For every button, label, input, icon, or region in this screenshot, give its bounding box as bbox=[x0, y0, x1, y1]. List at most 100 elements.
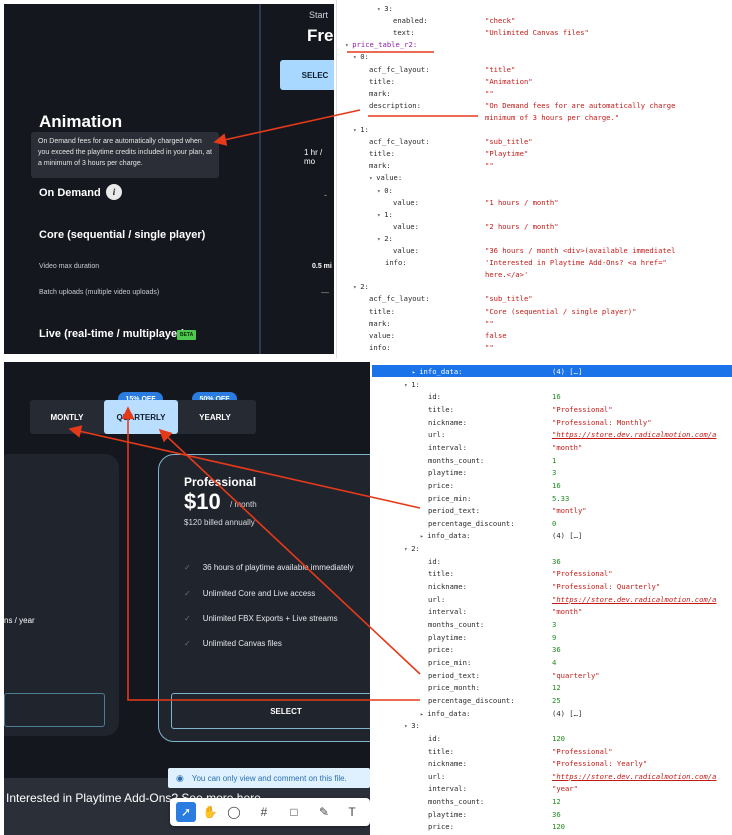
inspector-key: playtime: bbox=[428, 809, 467, 819]
collapse-icon[interactable]: ▸ bbox=[420, 710, 428, 718]
inspector-row[interactable]: ▸ info_data:(4) […] bbox=[372, 366, 732, 377]
tab-monthly[interactable]: MONTLY bbox=[50, 412, 84, 422]
inspector-key: acf_fc_layout: bbox=[369, 294, 430, 304]
inspector-key: price_table_r2: bbox=[352, 40, 418, 50]
inspector-value: 'Interested in Playtime Add-Ons? <a href… bbox=[485, 258, 667, 268]
inspector-key: id: bbox=[428, 556, 441, 566]
inspector-row: acf_fc_layout:"sub_title" bbox=[337, 293, 732, 304]
inspector-row: id:120 bbox=[372, 733, 732, 744]
inspector-row[interactable]: ▸ info_data:(4) […] bbox=[372, 708, 732, 719]
tab-yearly[interactable]: YEARLY bbox=[199, 412, 231, 422]
free-select-button[interactable]: SELEC bbox=[280, 60, 334, 90]
inspector-row[interactable]: ▾ 2: bbox=[337, 281, 732, 292]
inspector-row: title:"Animation" bbox=[337, 76, 732, 87]
check-icon: ✓ bbox=[184, 589, 191, 598]
on-demand-value: - bbox=[324, 190, 327, 200]
inspector-value: "check" bbox=[485, 16, 516, 26]
inspector-row: minimum of 3 hours per charge." bbox=[337, 112, 732, 123]
comment-tool-icon[interactable]: ◯ bbox=[227, 805, 241, 819]
inspector-row: url:"https://store.dev.radicalmotion.com… bbox=[372, 429, 732, 440]
info-icon[interactable]: i bbox=[106, 184, 122, 200]
inspector-row[interactable]: ▾ 1: bbox=[337, 209, 732, 220]
professional-select-button[interactable]: SELECT bbox=[171, 693, 370, 729]
inspector-value: "On Demand fees for are automatically ch… bbox=[485, 100, 676, 110]
inspector-row: nickname:"Professional: Quarterly" bbox=[372, 581, 732, 592]
inspector-row: months_count:3 bbox=[372, 619, 732, 630]
inspector-key: months_count: bbox=[428, 620, 485, 629]
inspector-value[interactable]: "https://store.dev.radicalmotion.com/a bbox=[552, 594, 717, 604]
inspector-row[interactable]: ▾ 1: bbox=[372, 379, 732, 390]
inspector-value: "sub_title" bbox=[485, 137, 533, 147]
inspector-value: 36 bbox=[552, 809, 561, 819]
inspector-row: acf_fc_layout:"title" bbox=[337, 64, 732, 75]
expand-icon[interactable]: ▾ bbox=[369, 175, 377, 183]
inspector-value: "Unlimited Canvas files" bbox=[485, 28, 589, 38]
inspector-key: price: bbox=[428, 480, 454, 490]
pen-tool-icon[interactable]: ✎ bbox=[318, 805, 330, 819]
inspector-value: here.</a>' bbox=[485, 270, 529, 280]
inspector-row[interactable]: ▾ 2: bbox=[337, 233, 732, 244]
figma-toolbar: ➚ ✋ ◯ # □ ✎ T bbox=[170, 798, 370, 826]
inspector-row: info:'Interested in Playtime Add-Ons? <a… bbox=[337, 257, 732, 268]
inspector-value[interactable]: "https://store.dev.radicalmotion.com/a bbox=[552, 771, 717, 781]
inspector-key: acf_fc_layout: bbox=[369, 137, 430, 147]
tab-quarterly[interactable]: QUARTERLY bbox=[104, 400, 178, 434]
inspector-row[interactable]: ▾ price_table_r2: bbox=[337, 39, 732, 50]
collapse-icon[interactable]: ▸ bbox=[420, 533, 428, 541]
shape-tool-icon[interactable]: □ bbox=[290, 805, 298, 819]
inspector-value: "" bbox=[485, 342, 494, 352]
inspector-key: value: bbox=[393, 246, 419, 255]
inspector-row[interactable]: ▸ info_data:(4) […] bbox=[372, 530, 732, 541]
inspector-key: text: bbox=[393, 28, 415, 38]
expand-icon[interactable]: ▾ bbox=[377, 187, 385, 195]
inspector-row: nickname:"Professional: Monthly" bbox=[372, 417, 732, 428]
inspector-row[interactable]: ▾ 3: bbox=[372, 720, 732, 731]
inspector-key: price_month: bbox=[428, 683, 480, 693]
move-tool-icon[interactable]: ➚ bbox=[176, 802, 196, 822]
inspector-value: "" bbox=[485, 161, 494, 171]
inspector-key: playtime: bbox=[428, 632, 467, 642]
inspector-value: "" bbox=[485, 318, 494, 328]
frame-tool-icon[interactable]: # bbox=[260, 805, 268, 819]
inspector-row: interval:"year" bbox=[372, 783, 732, 794]
inspector-row[interactable]: ▾ 3: bbox=[337, 3, 732, 14]
animation-title: Animation bbox=[39, 112, 123, 131]
expand-icon[interactable]: ▾ bbox=[377, 211, 385, 219]
expand-icon[interactable]: ▾ bbox=[404, 723, 412, 731]
expand-icon[interactable]: ▾ bbox=[353, 284, 361, 292]
expand-icon[interactable]: ▾ bbox=[377, 235, 385, 243]
inspector-key: value: bbox=[393, 197, 419, 207]
inspector-value: "month" bbox=[552, 442, 583, 452]
inspector-value: "Professional: Yearly" bbox=[552, 759, 648, 769]
text-tool-icon[interactable]: T bbox=[348, 805, 356, 819]
inspector-row[interactable]: ▾ 0: bbox=[337, 51, 732, 62]
inspector-row: price:120 bbox=[372, 821, 732, 832]
feature-text: Unlimited FBX Exports + Live streams bbox=[202, 614, 338, 623]
expand-icon[interactable]: ▾ bbox=[345, 42, 353, 50]
free-plan-title: Fre bbox=[307, 26, 334, 45]
inspector-value: "36 hours / month <div>(available immedi… bbox=[485, 246, 676, 255]
inspector-row: price_month:12 bbox=[372, 682, 732, 693]
inspector-row: url:"https://store.dev.radicalmotion.com… bbox=[372, 594, 732, 605]
hand-tool-icon[interactable]: ✋ bbox=[202, 805, 218, 819]
inspector-row[interactable]: ▾ 1: bbox=[337, 124, 732, 135]
inspector-key: interval: bbox=[428, 442, 467, 452]
expand-icon[interactable]: ▾ bbox=[377, 6, 385, 13]
plan-price: $10 bbox=[184, 489, 221, 514]
inspector-value[interactable]: "https://store.dev.radicalmotion.com/a bbox=[552, 430, 717, 440]
expand-icon[interactable]: ▾ bbox=[404, 381, 412, 389]
collapse-icon[interactable]: ▸ bbox=[412, 369, 420, 376]
inspector-key: description: bbox=[369, 100, 421, 110]
previous-plan-select-button[interactable] bbox=[4, 693, 105, 727]
inspector-row[interactable]: ▾ 0: bbox=[337, 185, 732, 196]
inspector-key: 1: bbox=[411, 379, 420, 389]
inspector-value: "2 hours / month" bbox=[485, 221, 559, 231]
inspector-row: acf_fc_layout: "sub_title" bbox=[337, 136, 732, 147]
inspector-value: 16 bbox=[552, 392, 561, 402]
inspector-key: info: bbox=[369, 342, 391, 352]
expand-icon[interactable]: ▾ bbox=[353, 54, 361, 62]
inspector-row[interactable]: ▾ value: bbox=[337, 172, 732, 183]
inspector-row[interactable]: ▾ 2: bbox=[372, 543, 732, 554]
inspector-row: price_min:4 bbox=[372, 657, 732, 668]
